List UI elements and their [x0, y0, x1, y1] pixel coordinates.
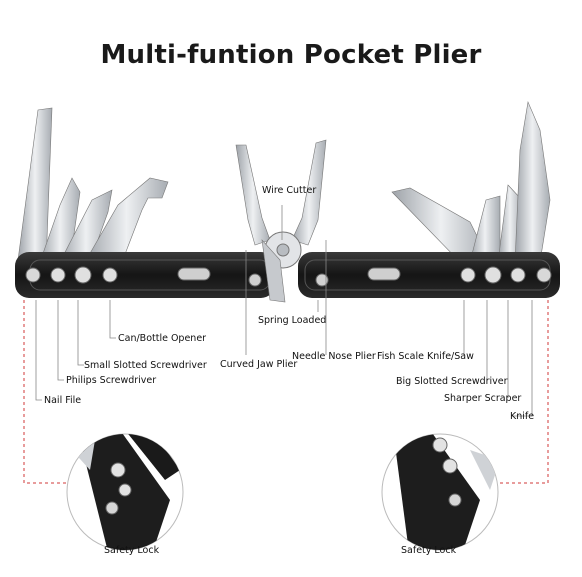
label-small-slotted-screwdriver: Small Slotted Screwdriver: [84, 360, 207, 371]
page-title: Multi-funtion Pocket Plier: [100, 40, 482, 70]
label-wire-cutter: Wire Cutter: [262, 185, 317, 196]
knife-blade: [514, 100, 551, 263]
label-needle-nose-plier: Needle Nose Plier: [292, 351, 376, 362]
label-safety-lock-left: Safety Lock: [104, 545, 160, 556]
label-knife: Knife: [510, 411, 535, 422]
label-spring-loaded: Spring Loaded: [258, 315, 327, 326]
bottle-opener-blade: [84, 177, 169, 263]
label-sharper-scraper: Sharper Scraper: [444, 393, 522, 404]
right-handle: [298, 252, 560, 298]
left-tool: [15, 107, 275, 298]
safety-lock-detail-right: [381, 433, 499, 551]
label-safety-lock-right: Safety Lock: [401, 545, 457, 556]
safety-lock-detail-left: [66, 433, 184, 551]
left-handle: [15, 252, 275, 298]
label-can-bottle-opener: Can/Bottle Opener: [118, 333, 207, 344]
label-big-slotted-screwdriver: Big Slotted Screwdriver: [396, 376, 508, 387]
right-tool: [298, 100, 560, 298]
label-philips-screwdriver: Philips Screwdriver: [66, 375, 157, 386]
leader-lines: [35, 205, 533, 417]
center-pliers: [235, 139, 327, 303]
label-nail-file: Nail File: [44, 395, 82, 406]
label-fish-scale-knife-saw: Fish Scale Knife/Saw: [377, 351, 474, 362]
label-curved-jaw-plier: Curved Jaw Plier: [220, 359, 298, 370]
